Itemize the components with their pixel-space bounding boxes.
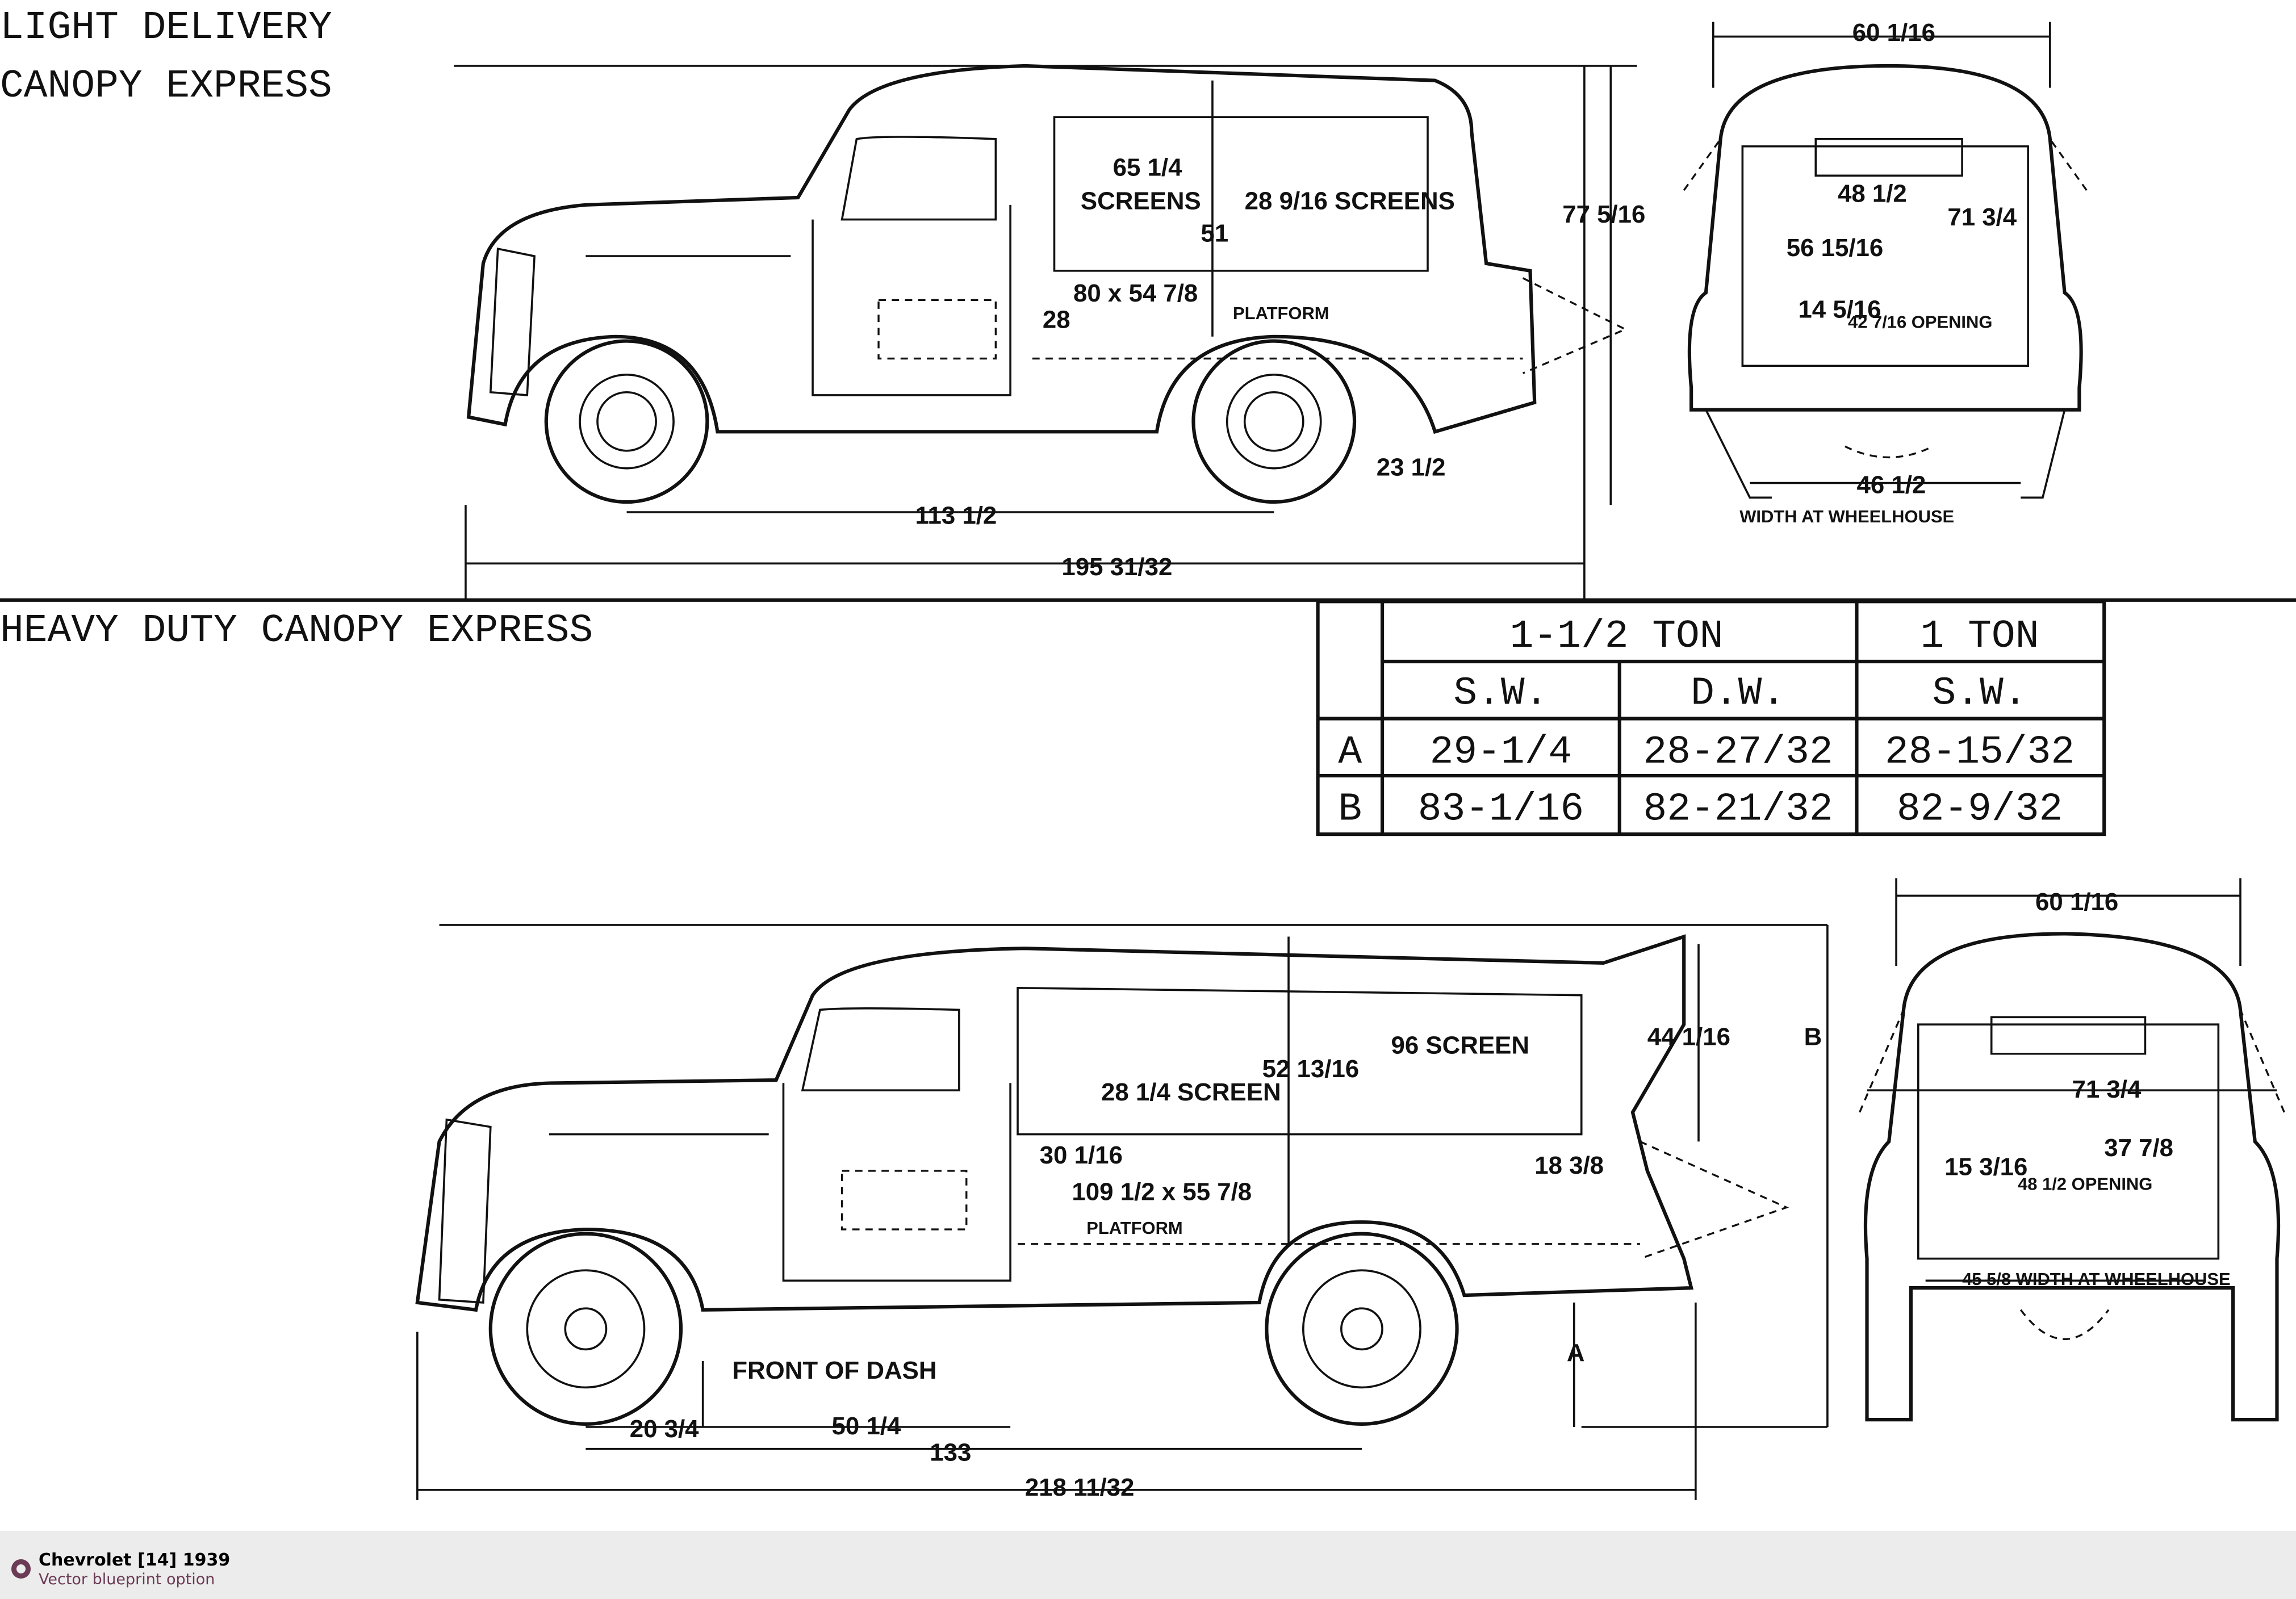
bottom-dimension-label: 18 3/8 <box>1534 1152 1604 1179</box>
top-dimension-label: 60 1/16 <box>1852 19 1935 47</box>
table-cell: 82-9/32 <box>1897 786 2063 831</box>
top-dimension-label: 14 5/16 <box>1798 295 1881 323</box>
top-dimension-label: 113 1/2 <box>915 502 997 530</box>
light-delivery-side-view <box>454 64 1637 600</box>
table-row-label: B <box>1338 786 1362 831</box>
caption-title[interactable]: Chevrolet [14] 1939 <box>39 1550 231 1570</box>
table-subheader: S.W. <box>1933 671 2027 716</box>
table-subheader: D.W. <box>1691 671 1785 716</box>
top-dimension-label: PLATFORM <box>1233 303 1329 323</box>
top-dimension-label: 80 x 54 7/8 <box>1073 279 1198 307</box>
heavy-duty-rear-view <box>1859 878 2285 1422</box>
table-cell: 82-21/32 <box>1643 786 1833 831</box>
top-dimension-label: 71 3/4 <box>1947 203 2017 231</box>
table-cell: 28-15/32 <box>1885 730 2075 775</box>
dimension-table <box>1316 600 2106 836</box>
table-group-header: 1 TON <box>1921 614 2039 659</box>
bottom-dimension-label: 109 1/2 x 55 7/8 <box>1072 1178 1252 1206</box>
table-cell: 28-27/32 <box>1643 730 1833 775</box>
bottom-dimension-label: 37 7/8 <box>2104 1134 2173 1162</box>
bottom-dimension-label: 52 13/16 <box>1262 1055 1360 1083</box>
bottom-dimension-label: 30 1/16 <box>1040 1141 1123 1169</box>
bottom-dimension-label: 71 3/4 <box>2072 1075 2141 1103</box>
title-canopy-express: CANOPY EXPRESS <box>0 64 332 108</box>
bottom-dimension-label: 48 1/2 OPENING <box>2018 1174 2152 1194</box>
caption-bar: Chevrolet [14] 1939 Vector blueprint opt… <box>0 1531 2296 1599</box>
top-dimension-label: 48 1/2 <box>1838 180 1907 208</box>
bottom-dimension-label: 45 5/8 WIDTH AT WHEELHOUSE <box>1962 1269 2231 1289</box>
bottom-dimension-label: 20 3/4 <box>630 1415 699 1443</box>
bottom-dimension-label: 44 1/16 <box>1647 1023 1730 1050</box>
bullet-ring-icon <box>11 1559 31 1579</box>
heavy-duty-side-view <box>415 924 1829 1500</box>
title-light-delivery: LIGHT DELIVERY <box>0 5 332 50</box>
bottom-dimension-label: 60 1/16 <box>2035 888 2118 916</box>
bottom-dimension-label: FRONT OF DASH <box>732 1357 936 1384</box>
bottom-dimension-label: A <box>1567 1339 1585 1367</box>
table-group-header: 1-1/2 TON <box>1510 614 1724 659</box>
caption-subtitle: Vector blueprint option <box>39 1571 215 1588</box>
bottom-dimension-label: 133 <box>930 1438 971 1466</box>
table-cell: 83-1/16 <box>1418 786 1584 831</box>
top-dimension-label: 195 31/32 <box>1061 553 1172 581</box>
top-dimension-label: 77 5/16 <box>1562 200 1645 228</box>
top-dimension-label: 42 7/16 OPENING <box>1848 312 1992 332</box>
table-cell: 29-1/4 <box>1430 730 1573 775</box>
bottom-dimension-label: 15 3/16 <box>1944 1153 2027 1181</box>
table-subheader: S.W. <box>1453 671 1548 716</box>
title-heavy-duty: HEAVY DUTY CANOPY EXPRESS <box>0 608 593 653</box>
bottom-dimension-label: 50 1/4 <box>832 1412 901 1440</box>
top-dimension-label: 28 <box>1043 305 1070 333</box>
top-dimension-label: SCREENS <box>1081 187 1201 215</box>
top-dimension-label: 28 9/16 SCREENS <box>1245 187 1455 215</box>
top-dimension-label: 23 1/2 <box>1377 454 1446 482</box>
bottom-dimension-label: 96 SCREEN <box>1391 1032 1530 1060</box>
top-dimension-label: 56 15/16 <box>1787 234 1884 262</box>
top-dimension-label: 51 <box>1201 219 1228 247</box>
bottom-dimension-label: 28 1/4 SCREEN <box>1101 1078 1281 1106</box>
top-dimension-label: 65 1/4 <box>1113 153 1182 181</box>
bottom-dimension-label: B <box>1804 1023 1822 1050</box>
top-dimension-label: WIDTH AT WHEELHOUSE <box>1739 507 1954 526</box>
light-delivery-rear-view <box>1683 22 2088 499</box>
table-row-label: A <box>1338 730 1362 775</box>
top-dimension-label: 46 1/2 <box>1856 471 1926 499</box>
blueprint-drawing: LIGHT DELIVERY CANOPY EXPRESS HEAVY DUTY… <box>0 5 2296 1501</box>
bottom-dimension-label: PLATFORM <box>1086 1218 1183 1238</box>
bottom-dimension-label: 218 11/32 <box>1025 1474 1135 1501</box>
